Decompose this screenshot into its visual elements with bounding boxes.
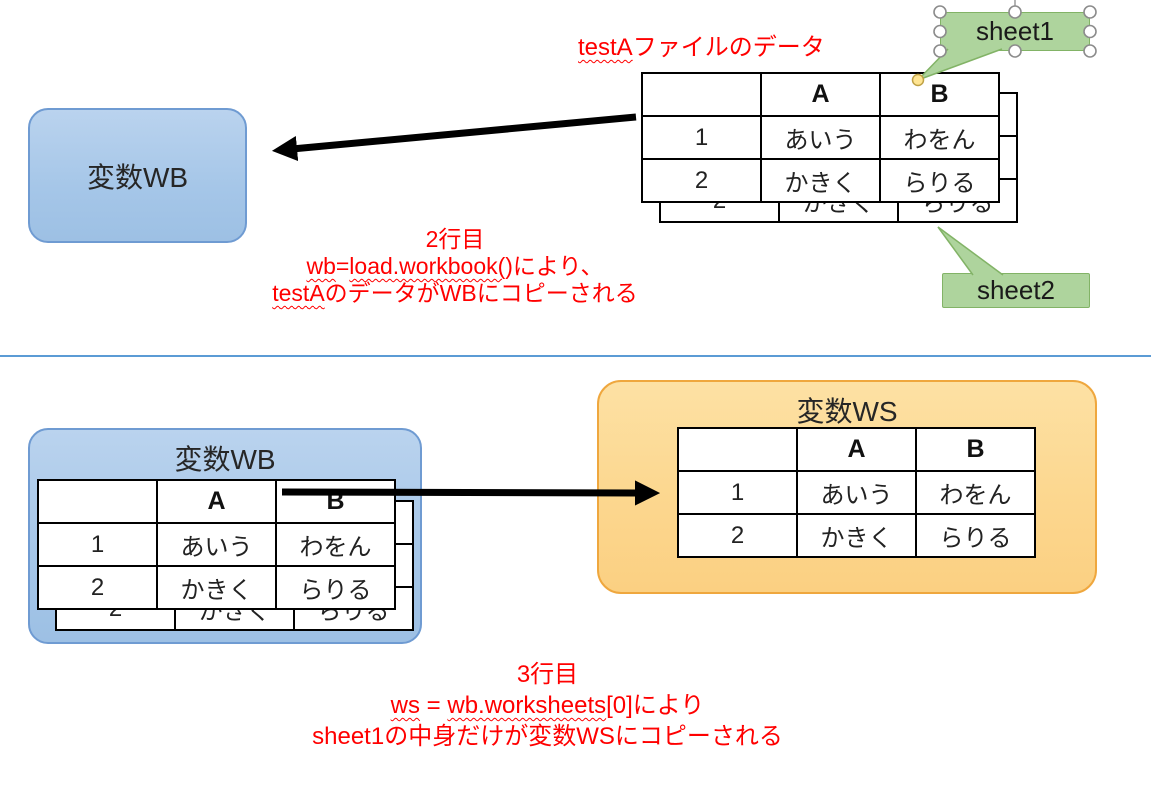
- col-header-a: A: [760, 72, 881, 117]
- cell: かきく: [796, 513, 917, 558]
- testa-rest-text: ファイルのデータ: [632, 34, 825, 61]
- selection-handle-top-center[interactable]: [1008, 5, 1022, 19]
- selection-handle-bottom-center[interactable]: [1008, 44, 1022, 58]
- annotation-line: ws = wb.worksheets[0]により: [390, 692, 705, 719]
- cell: らりる: [879, 158, 1000, 203]
- variable-wb-box-2[interactable]: 変数WB A B 1 あいう わをん 2 か: [28, 428, 422, 644]
- cell: かきく: [760, 158, 881, 203]
- arrow-table-to-wb[interactable]: [271, 113, 637, 162]
- corner-cell: [641, 72, 762, 117]
- row-header: 2: [641, 158, 762, 203]
- row-header: 2: [677, 513, 798, 558]
- variable-ws-box[interactable]: 変数WS A B 1 あいう わをん 2 かきく: [597, 380, 1097, 594]
- variable-wb-label-2: 変数WB: [174, 444, 276, 475]
- sheet2-callout-tail[interactable]: [937, 226, 1004, 276]
- arrow-wb-to-ws[interactable]: [281, 480, 661, 506]
- selection-handle-bottom-right[interactable]: [1083, 44, 1097, 58]
- row-header: 1: [677, 470, 798, 515]
- cell: あいう: [796, 470, 917, 515]
- cell: かきく: [156, 565, 277, 610]
- annotation-line: testAのデータがWBにコピーされる: [272, 280, 638, 306]
- cell: らりる: [915, 513, 1036, 558]
- row-header: 1: [37, 522, 158, 567]
- annotation-line: 3行目: [516, 661, 579, 688]
- annotation-line: wb=load.workbook()により、: [306, 253, 604, 279]
- cell: わをん: [915, 470, 1036, 515]
- corner-cell: [677, 427, 798, 472]
- variable-ws-label: 変数WS: [796, 396, 898, 427]
- row-header: 2: [37, 565, 158, 610]
- sheet2-callout[interactable]: sheet2: [942, 273, 1090, 308]
- selection-handle-bottom-left[interactable]: [933, 44, 947, 58]
- sheet1-callout-tail[interactable]: [917, 48, 1003, 81]
- wb-sheet1-table[interactable]: A B 1 あいう わをん 2 かきく らりる: [37, 479, 396, 610]
- cell: わをん: [879, 115, 1000, 160]
- sheet1-callout-label: sheet1: [975, 16, 1055, 46]
- selection-handle-top-left[interactable]: [933, 5, 947, 19]
- variable-wb-label: 変数WB: [86, 161, 189, 193]
- ws-table[interactable]: A B 1 あいう わをん 2 かきく らりる: [677, 427, 1036, 558]
- testa-file-label[interactable]: testAファイルのデータ: [578, 27, 825, 62]
- col-header-a: A: [156, 479, 277, 524]
- selection-handle-top-right[interactable]: [1083, 5, 1097, 19]
- adjustment-handle[interactable]: [911, 73, 925, 87]
- corner-cell: [37, 479, 158, 524]
- col-header-b: B: [915, 427, 1036, 472]
- row-header: 1: [641, 115, 762, 160]
- annotation-line: 2行目: [425, 226, 485, 252]
- selection-handle-mid-right[interactable]: [1083, 24, 1097, 39]
- cell: わをん: [275, 522, 396, 567]
- cell: らりる: [275, 565, 396, 610]
- col-header-b: B: [879, 72, 1000, 117]
- annotation-load-workbook[interactable]: 2行目 wb=load.workbook()により、 testAのデータがWBに…: [235, 226, 675, 307]
- sheet2-callout-label: sheet2: [976, 275, 1056, 305]
- cell: あいう: [156, 522, 277, 567]
- col-header-b: B: [275, 479, 396, 524]
- selection-handle-mid-left[interactable]: [933, 24, 947, 39]
- sheet1-table[interactable]: A B 1 あいう わをん 2 かきく らりる: [641, 72, 1000, 203]
- variable-wb-box[interactable]: 変数WB: [28, 108, 247, 243]
- testa-code-text: testA: [578, 34, 633, 61]
- cell: あいう: [760, 115, 881, 160]
- annotation-line: sheet1の中身だけが変数WSにコピーされる: [312, 723, 783, 750]
- section-divider-line: [0, 355, 1151, 357]
- col-header-a: A: [796, 427, 917, 472]
- annotation-worksheets[interactable]: 3行目 ws = wb.worksheets[0]により sheet1の中身だけ…: [265, 659, 830, 752]
